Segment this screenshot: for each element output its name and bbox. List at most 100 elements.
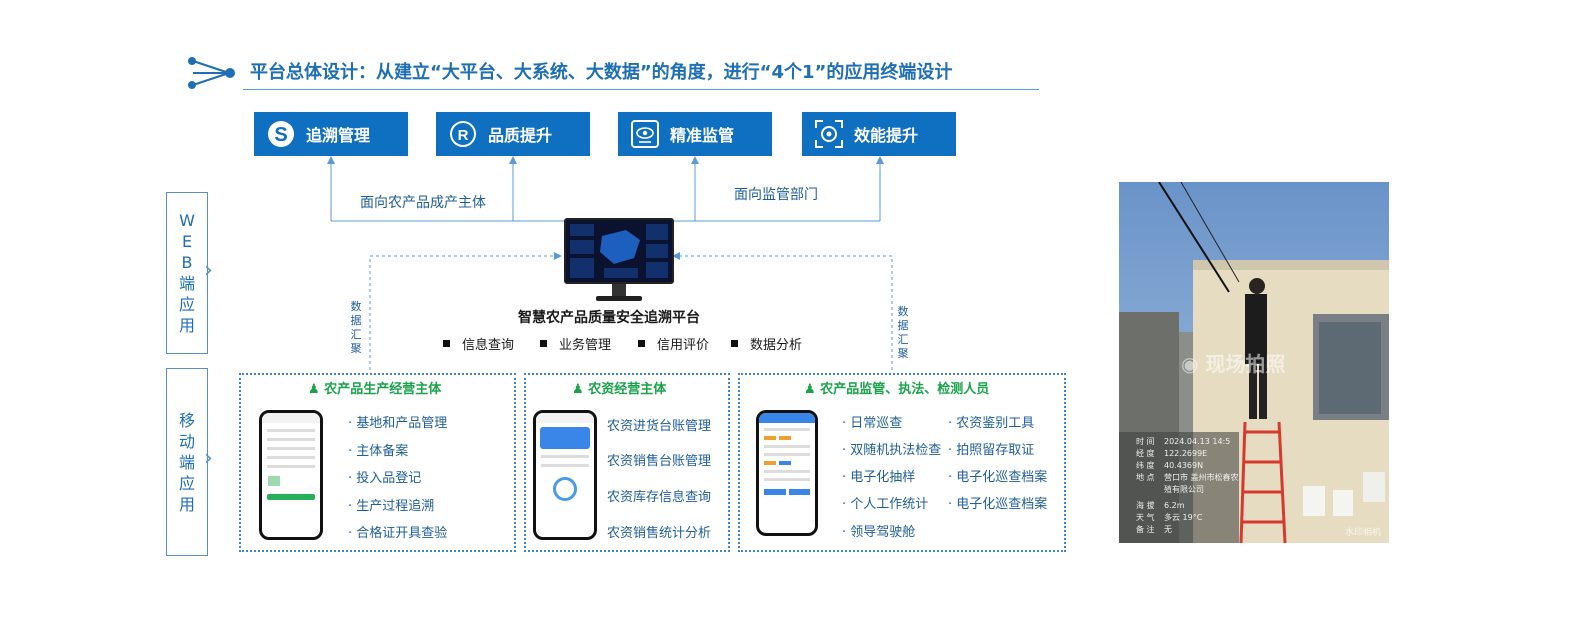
- module-label: 追溯管理: [306, 126, 371, 145]
- photo-info-value: 多云 19°C: [1164, 513, 1203, 522]
- photo-info-row: 纬 度 40.4369N: [1136, 460, 1239, 472]
- watermark-label: 现场拍照: [1205, 352, 1286, 376]
- title-quote1: “大平台、大系统、大数据”: [430, 62, 652, 83]
- feature-business-mgmt: 业务管理: [540, 334, 611, 353]
- title-divider: [243, 89, 1039, 90]
- feature-label: 业务管理: [559, 338, 612, 353]
- photo-info-value: 40.4369N: [1164, 461, 1204, 470]
- feature-credit-eval: 信用评价: [638, 334, 709, 353]
- box-item: · 拍照留存取证: [948, 443, 1035, 458]
- platform-name: 智慧农产品质量安全追溯平台: [518, 310, 700, 326]
- person-icon: ♟: [804, 382, 816, 397]
- box-item: · 主体备案: [348, 444, 409, 459]
- box-title-text: 农资经营主体: [588, 382, 667, 397]
- title-quote2: “4个1”: [759, 62, 827, 83]
- chevron-right-icon: ›: [204, 446, 213, 471]
- photo-info-value: 无: [1164, 525, 1172, 534]
- registered-icon: R: [448, 119, 478, 149]
- photo-info-key: 海 拔: [1136, 501, 1155, 510]
- side-label-web: WEB端应用: [166, 192, 208, 354]
- person-icon: ♟: [572, 382, 584, 397]
- bullet-square-icon: [638, 340, 645, 347]
- feature-label: 信用评价: [657, 338, 710, 353]
- phone-mockup: [533, 410, 597, 540]
- feature-label: 信息查询: [462, 338, 515, 353]
- box-item: · 双随机执法检查: [842, 443, 942, 458]
- box-item: · 合格证开具查验: [348, 526, 448, 541]
- photo-info-value: 122.2699E: [1164, 449, 1208, 458]
- feature-info-query: 信息查询: [443, 334, 514, 353]
- box-title-regulators: ♟ 农产品监管、执法、检测人员: [804, 378, 989, 397]
- side-label-mobile: 移动端应用: [166, 368, 208, 556]
- box-item: · 农资鉴别工具: [948, 416, 1035, 431]
- box-item: · 基地和产品管理: [348, 416, 448, 431]
- box-agri-supply: [524, 373, 730, 552]
- box-title-producers: ♟ 农产品生产经营主体: [308, 378, 441, 397]
- box-item: 农资销售统计分析: [607, 526, 712, 541]
- photo-info-value: 2024.04.13 14:5: [1164, 437, 1231, 446]
- photo-info-row: 经 度 122.2699E: [1136, 448, 1239, 460]
- box-item: · 领导驾驶舱: [842, 525, 916, 540]
- feature-label: 数据分析: [750, 338, 803, 353]
- s-logo-icon: S: [266, 119, 296, 149]
- module-efficiency[interactable]: 效能提升: [802, 112, 956, 156]
- chevron-right-icon: ›: [204, 258, 213, 283]
- photo-info-row: 时 间 2024.04.13 14:5: [1136, 436, 1239, 448]
- module-supervision[interactable]: 精准监管: [618, 112, 772, 156]
- camera-app-label: 水印相机: [1345, 528, 1382, 538]
- box-item: 农资销售台账管理: [607, 454, 712, 469]
- box-title-agri-supply: ♟ 农资经营主体: [572, 378, 666, 397]
- box-title-text: 农产品生产经营主体: [324, 382, 442, 397]
- target-icon: [814, 119, 844, 149]
- side-label-mobile-text: 移动端应用: [178, 410, 195, 514]
- title-prefix: 平台总体设计：从建立: [250, 62, 430, 83]
- box-item: · 个人工作统计: [842, 497, 929, 512]
- photo-info-key: 天 气: [1136, 513, 1155, 522]
- photo-info-row: 殖有限公司: [1136, 484, 1239, 500]
- photo-info-row: 备 注无: [1136, 524, 1239, 536]
- monitor-icon: [564, 218, 674, 308]
- page-title: 平台总体设计：从建立“大平台、大系统、大数据”的角度，进行“4个1”的应用终端设…: [250, 58, 952, 84]
- module-label: 效能提升: [854, 126, 919, 145]
- side-label-web-text: WEB端应用: [178, 211, 195, 335]
- module-traceability[interactable]: S 追溯管理: [254, 112, 408, 156]
- module-label: 精准监管: [670, 126, 735, 145]
- box-item: · 投入品登记: [348, 471, 422, 486]
- svg-text:S: S: [274, 124, 287, 146]
- bullet-square-icon: [443, 340, 450, 347]
- photo-info-key: 纬 度: [1136, 461, 1155, 470]
- photo-info-value: 6.2m: [1164, 501, 1185, 510]
- data-gather-label-right: 数据汇聚: [897, 305, 909, 360]
- box-item: · 电子化抽样: [842, 470, 916, 485]
- title-middle: 的角度，进行: [651, 62, 760, 83]
- connector-label-regulators: 面向监管部门: [734, 187, 818, 203]
- photo-info-row: 海 拔 6.2m: [1136, 500, 1239, 512]
- photo-info-key: 经 度: [1136, 449, 1155, 458]
- box-item: · 电子化巡查档案: [948, 470, 1048, 485]
- box-title-text: 农产品监管、执法、检测人员: [820, 382, 990, 397]
- photo-info-key: 地 点: [1136, 473, 1155, 482]
- title-logo-icon: [186, 56, 236, 94]
- box-regulators: [738, 373, 1066, 552]
- photo-info-value: 殖有限公司: [1164, 485, 1204, 494]
- box-producers: [239, 373, 516, 552]
- box-item: 农资库存信息查询: [607, 490, 712, 505]
- photo-info-panel: 时 间 2024.04.13 14:5 经 度 122.2699E 纬 度 40.43…: [1136, 436, 1239, 536]
- box-item: · 电子化巡查档案: [948, 497, 1048, 512]
- photo-info-value: 营口市 盖州市松春农: [1164, 473, 1239, 482]
- photo-info-row: 天 气多云 19°C: [1136, 512, 1239, 524]
- phone-mockup: [756, 410, 818, 536]
- eye-icon: [630, 119, 660, 149]
- phone-mockup: [259, 410, 323, 540]
- svg-text:R: R: [458, 127, 469, 144]
- photo-info-row: 地 点营口市 盖州市松春农: [1136, 472, 1239, 484]
- title-suffix: 的应用终端设计: [826, 62, 953, 83]
- module-label: 品质提升: [488, 126, 553, 145]
- module-quality[interactable]: R 品质提升: [436, 112, 590, 156]
- photo-info-key: 时 间: [1136, 437, 1155, 446]
- photo-info-key: 备 注: [1136, 525, 1155, 534]
- bullet-square-icon: [540, 340, 547, 347]
- feature-data-analysis: 数据分析: [731, 334, 802, 353]
- box-item: 农资进货台账管理: [607, 419, 712, 434]
